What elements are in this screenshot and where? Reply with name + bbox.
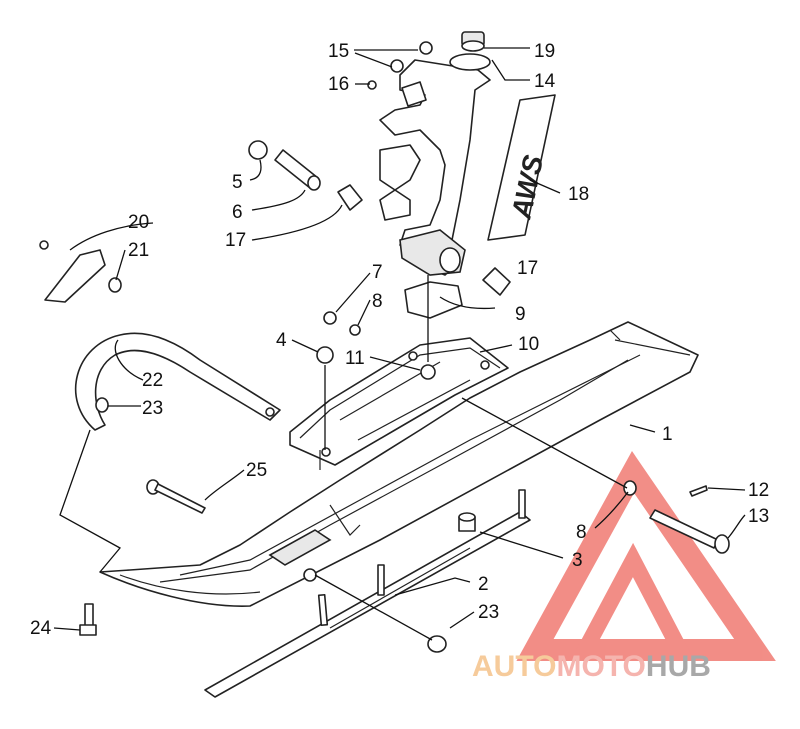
bushing-5 <box>248 140 268 160</box>
callout-17-left: 17 <box>225 230 246 251</box>
watermark-hub: HUB <box>646 650 711 683</box>
callout-13: 13 <box>748 506 769 527</box>
cap <box>461 31 485 52</box>
callout-22: 22 <box>142 370 163 391</box>
callout-12: 12 <box>748 480 769 501</box>
nut-23b <box>427 635 447 653</box>
watermark-triangle-outer <box>516 451 776 661</box>
callout-1: 1 <box>662 424 673 445</box>
callout-14: 14 <box>534 71 556 92</box>
nut-23a <box>95 397 109 413</box>
callout-5: 5 <box>232 172 243 193</box>
pin-12 <box>689 485 708 497</box>
callout-20: 20 <box>128 212 149 233</box>
watermark-moto: MOTO <box>556 650 645 683</box>
callout-21: 21 <box>128 240 149 261</box>
ski-loop <box>74 332 281 431</box>
callout-15: 15 <box>328 41 349 62</box>
bushing-17a <box>337 184 363 211</box>
sleeve-6 <box>274 149 321 191</box>
callout-3: 3 <box>572 550 583 571</box>
spindle <box>379 53 491 276</box>
washer-8a <box>349 324 361 336</box>
callout-4: 4 <box>276 330 287 351</box>
nut-4 <box>316 346 334 364</box>
callout-16: 16 <box>328 74 349 95</box>
callout-24: 24 <box>30 618 52 639</box>
washer-11 <box>420 364 436 380</box>
callout-7: 7 <box>372 262 383 283</box>
nut-7 <box>323 311 337 325</box>
watermark-triangle-inner <box>571 542 694 658</box>
bolt-24 <box>79 603 97 636</box>
svg-text:AUTOMOTOHUB: AUTOMOTOHUB <box>472 650 711 683</box>
callout-17-right: 17 <box>517 258 538 279</box>
aws-decal: AWS <box>487 94 556 241</box>
callout-18: 18 <box>568 184 589 205</box>
callout-19: 19 <box>534 41 555 62</box>
callout-10: 10 <box>518 334 539 355</box>
callout-11: 11 <box>345 348 365 369</box>
callout-8-top: 8 <box>372 291 383 312</box>
callout-25: 25 <box>246 460 267 481</box>
nut-21 <box>108 277 122 293</box>
nut-15 <box>390 41 433 73</box>
callout-23-bottom: 23 <box>478 602 499 623</box>
bracket-20 <box>39 240 106 303</box>
washer-16 <box>367 80 377 90</box>
wear-pad-9 <box>404 281 463 319</box>
callout-numbers: 15 16 19 14 18 5 6 17 20 21 7 17 8 9 4 1… <box>30 41 769 639</box>
callout-9: 9 <box>515 304 526 325</box>
bolt-13 <box>649 509 730 554</box>
washer-8b <box>623 480 637 496</box>
watermark-logo: AUTOMOTOHUB <box>472 451 776 683</box>
bolt-25 <box>146 479 206 514</box>
bushing-17b <box>482 267 511 296</box>
callout-6: 6 <box>232 202 243 223</box>
callout-8-bottom: 8 <box>576 522 587 543</box>
watermark-auto: AUTO <box>472 650 556 683</box>
callout-2: 2 <box>478 574 489 595</box>
stud-3 <box>458 512 476 532</box>
leader-lines <box>53 47 746 641</box>
callout-23-top: 23 <box>142 398 163 419</box>
